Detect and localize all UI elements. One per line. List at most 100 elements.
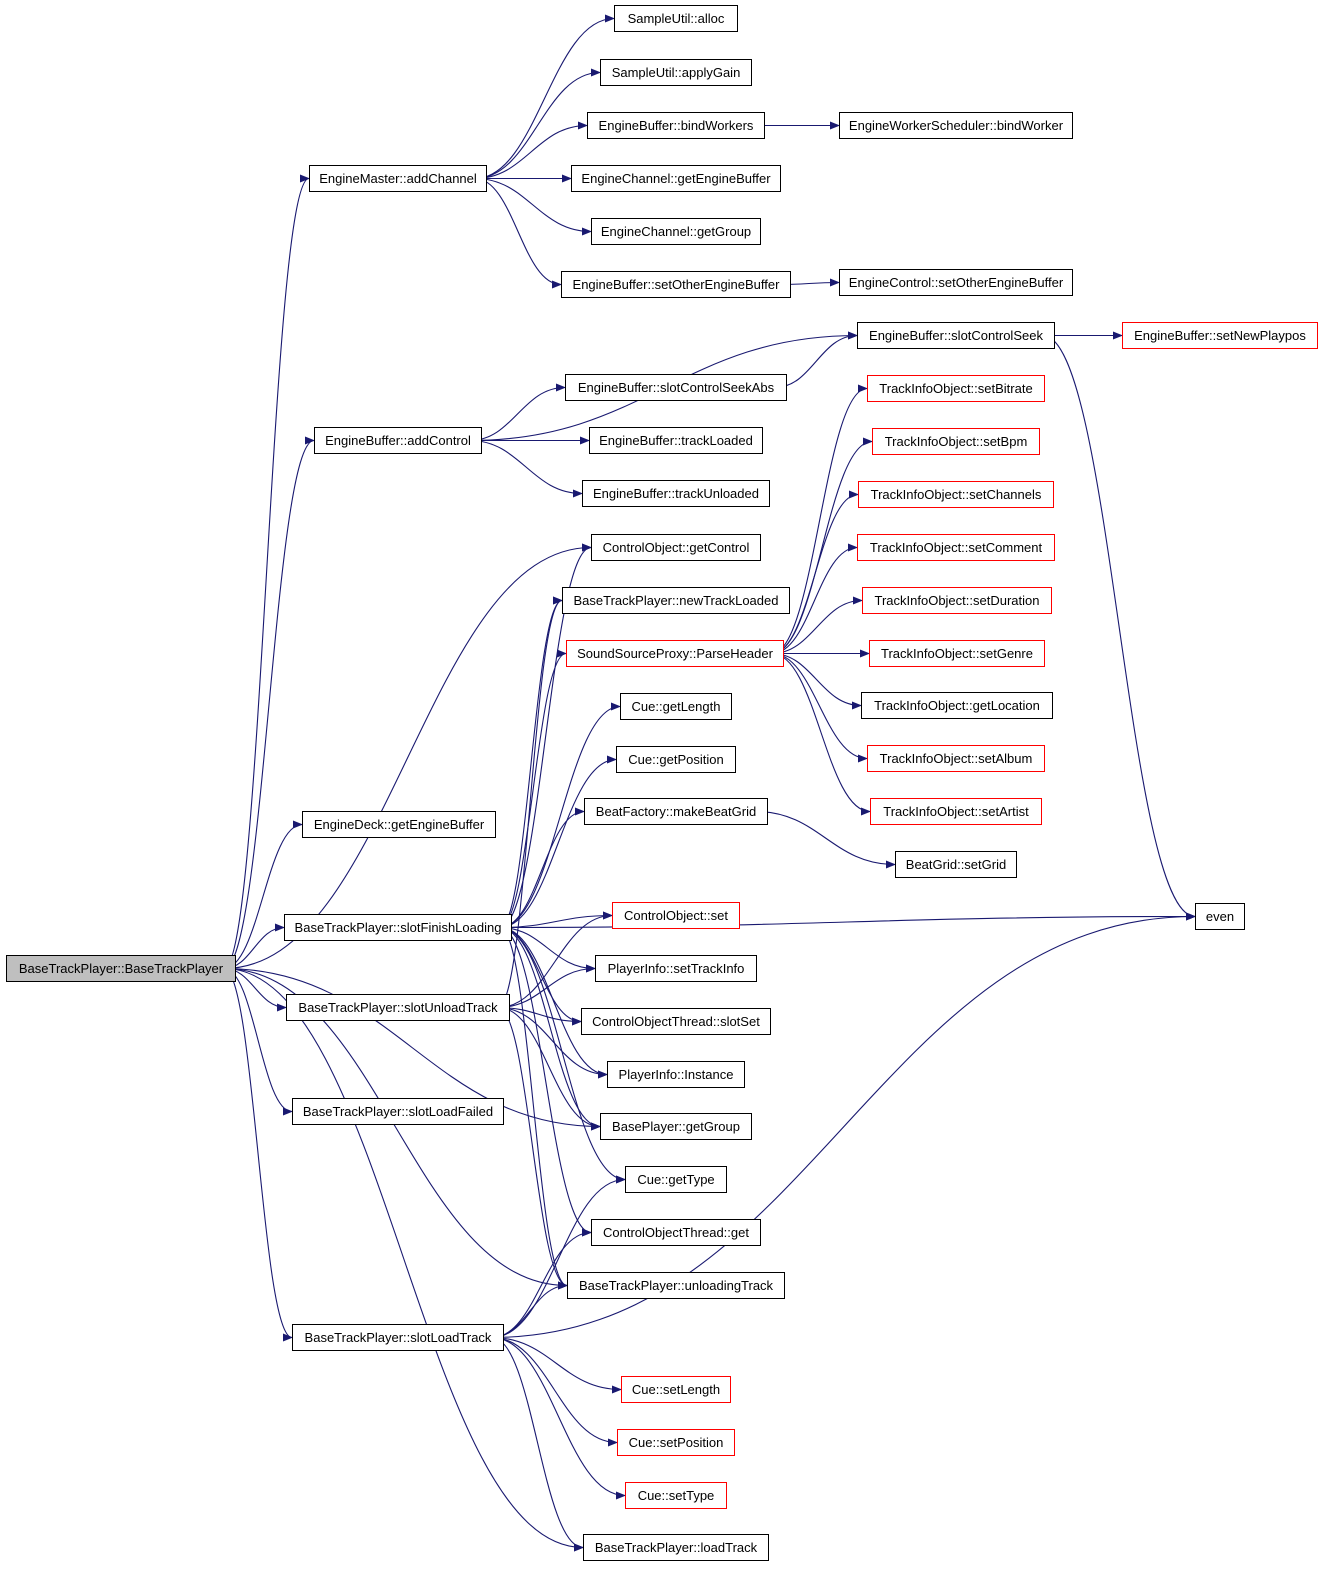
node-label: BaseTrackPlayer::unloadingTrack xyxy=(578,1278,774,1293)
node-label: EngineMaster::addChannel xyxy=(319,171,477,186)
node-getEngineBufferCh[interactable]: EngineChannel::getEngineBuffer xyxy=(571,165,781,192)
edge-slotUnloadTrack-to-unloadingTrack xyxy=(497,1006,568,1290)
node-setAlbum[interactable]: TrackInfoObject::setAlbum xyxy=(867,745,1045,772)
node-label: TrackInfoObject::setChannels xyxy=(870,487,1042,502)
node-label: EngineDeck::getEngineBuffer xyxy=(313,817,485,832)
node-setLength[interactable]: Cue::setLength xyxy=(621,1376,731,1403)
node-slotControlSeek[interactable]: EngineBuffer::slotControlSeek xyxy=(857,322,1055,349)
node-getLocation[interactable]: TrackInfoObject::getLocation xyxy=(861,692,1053,719)
node-label: Cue::getPosition xyxy=(628,752,724,767)
node-applyGain[interactable]: SampleUtil::applyGain xyxy=(600,59,752,86)
edge-slotUnloadTrack-to-setTrackInfo xyxy=(497,964,596,1009)
node-ecSetOther[interactable]: EngineControl::setOtherEngineBuffer xyxy=(839,269,1073,296)
node-label: EngineBuffer::addControl xyxy=(325,433,471,448)
node-setChannels[interactable]: TrackInfoObject::setChannels xyxy=(858,481,1054,508)
edge-slotLoadTrack-to-even xyxy=(491,912,1196,1339)
node-label: SampleUtil::applyGain xyxy=(611,65,741,80)
node-unloadingTrack[interactable]: BaseTrackPlayer::unloadingTrack xyxy=(567,1272,785,1299)
edge-slotFinishLoading-to-newTrackLoaded xyxy=(499,596,563,929)
edge-slotFinishLoading-to-even xyxy=(499,912,1196,929)
node-getEngineBufferDeck[interactable]: EngineDeck::getEngineBuffer xyxy=(302,811,496,838)
node-instance[interactable]: PlayerInfo::Instance xyxy=(607,1061,745,1088)
node-newTrackLoaded[interactable]: BaseTrackPlayer::newTrackLoaded xyxy=(562,587,790,614)
node-label: ControlObject::set xyxy=(623,908,729,923)
edge-addChannel-to-bindWorkers xyxy=(474,121,588,180)
edge-slotFinishLoading-to-instance xyxy=(499,926,608,1079)
node-alloc[interactable]: SampleUtil::alloc xyxy=(614,5,738,32)
node-slotUnloadTrack[interactable]: BaseTrackPlayer::slotUnloadTrack xyxy=(286,994,510,1021)
edge-parseHeader-to-setBitrate xyxy=(771,384,868,655)
edge-addChannel-to-getGroupCh xyxy=(474,177,592,236)
node-slotControlSeekAbs[interactable]: EngineBuffer::slotControlSeekAbs xyxy=(565,374,787,401)
node-label: TrackInfoObject::getLocation xyxy=(874,698,1040,713)
node-addChannel[interactable]: EngineMaster::addChannel xyxy=(309,165,487,192)
node-trackLoaded[interactable]: EngineBuffer::trackLoaded xyxy=(589,427,763,454)
edge-makeBeatGrid-to-setGrid xyxy=(755,810,896,869)
node-label: SampleUtil::alloc xyxy=(627,11,725,26)
edge-addControl-to-trackUnloaded xyxy=(469,439,583,498)
node-setDuration[interactable]: TrackInfoObject::setDuration xyxy=(862,587,1052,614)
edge-slotFinishLoading-to-cotGet xyxy=(499,926,592,1237)
node-bindWorker[interactable]: EngineWorkerScheduler::bindWorker xyxy=(839,112,1073,139)
node-coSet[interactable]: ControlObject::set xyxy=(612,902,740,929)
edge-slotLoadTrack-to-setType xyxy=(491,1336,626,1500)
node-setComment[interactable]: TrackInfoObject::setComment xyxy=(857,534,1055,561)
node-label: TrackInfoObject::setBitrate xyxy=(879,381,1033,396)
node-label: EngineControl::setOtherEngineBuffer xyxy=(848,275,1064,290)
edge-slotLoadTrack-to-cotGet xyxy=(491,1228,592,1339)
node-setPosition[interactable]: Cue::setPosition xyxy=(617,1429,735,1456)
node-getPosition[interactable]: Cue::getPosition xyxy=(616,746,736,773)
node-setGenre[interactable]: TrackInfoObject::setGenre xyxy=(869,640,1045,667)
node-getControl[interactable]: ControlObject::getControl xyxy=(591,534,761,561)
node-getLength[interactable]: Cue::getLength xyxy=(620,693,732,720)
node-parseHeader[interactable]: SoundSourceProxy::ParseHeader xyxy=(566,640,784,667)
edge-slotFinishLoading-to-getType xyxy=(499,926,626,1184)
node-setBpm[interactable]: TrackInfoObject::setBpm xyxy=(872,428,1040,455)
edge-slotUnloadTrack-to-instance xyxy=(497,1006,608,1079)
node-cotSlotSet[interactable]: ControlObjectThread::slotSet xyxy=(581,1008,771,1035)
node-getType[interactable]: Cue::getType xyxy=(625,1166,727,1193)
node-setTrackInfo[interactable]: PlayerInfo::setTrackInfo xyxy=(595,955,757,982)
edge-slotLoadTrack-to-setLength xyxy=(491,1336,622,1394)
node-label: TrackInfoObject::setComment xyxy=(869,540,1043,555)
node-setNewPlaypos[interactable]: EngineBuffer::setNewPlaypos xyxy=(1122,322,1318,349)
node-root[interactable]: BaseTrackPlayer::BaseTrackPlayer xyxy=(6,955,236,982)
node-label: BaseTrackPlayer::slotLoadFailed xyxy=(302,1104,494,1119)
node-label: EngineBuffer::trackUnloaded xyxy=(593,486,759,501)
node-label: Cue::setLength xyxy=(631,1382,721,1397)
edge-parseHeader-to-getLocation xyxy=(771,652,862,710)
node-slotLoadTrack[interactable]: BaseTrackPlayer::slotLoadTrack xyxy=(292,1324,504,1351)
edge-slotLoadTrack-to-getType xyxy=(491,1175,626,1339)
node-label: BaseTrackPlayer::slotFinishLoading xyxy=(294,920,502,935)
node-label: TrackInfoObject::setBpm xyxy=(884,434,1028,449)
node-slotLoadFailed[interactable]: BaseTrackPlayer::slotLoadFailed xyxy=(292,1098,504,1125)
node-slotFinishLoading[interactable]: BaseTrackPlayer::slotFinishLoading xyxy=(284,914,512,941)
edge-slotControlSeekAbs-to-slotControlSeek xyxy=(774,331,858,389)
node-setType[interactable]: Cue::setType xyxy=(625,1482,727,1509)
node-label: EngineChannel::getGroup xyxy=(600,224,752,239)
node-setOtherEngineBuffer[interactable]: EngineBuffer::setOtherEngineBuffer xyxy=(561,271,791,298)
node-label: ControlObjectThread::slotSet xyxy=(592,1014,760,1029)
node-setBitrate[interactable]: TrackInfoObject::setBitrate xyxy=(867,375,1045,402)
call-edges xyxy=(223,14,1196,1552)
node-getGroupCh[interactable]: EngineChannel::getGroup xyxy=(591,218,761,245)
node-bindWorkers[interactable]: EngineBuffer::bindWorkers xyxy=(587,112,765,139)
node-addControl[interactable]: EngineBuffer::addControl xyxy=(314,427,482,454)
node-setArtist[interactable]: TrackInfoObject::setArtist xyxy=(870,798,1042,825)
edge-addChannel-to-alloc xyxy=(474,14,615,180)
edge-root-to-slotLoadTrack xyxy=(223,967,293,1342)
node-label: PlayerInfo::Instance xyxy=(618,1067,734,1082)
node-makeBeatGrid[interactable]: BeatFactory::makeBeatGrid xyxy=(584,798,768,825)
node-even[interactable]: even xyxy=(1195,903,1245,930)
node-label: Cue::getLength xyxy=(631,699,721,714)
node-cotGet[interactable]: ControlObjectThread::get xyxy=(591,1219,761,1246)
edge-slotFinishLoading-to-getGroupBP xyxy=(499,926,601,1131)
edge-root-to-getEngineBufferDeck xyxy=(223,820,303,970)
edge-root-to-slotLoadFailed xyxy=(223,967,293,1116)
node-setGrid[interactable]: BeatGrid::setGrid xyxy=(895,851,1017,878)
node-label: EngineBuffer::setNewPlaypos xyxy=(1134,328,1306,343)
node-getGroupBP[interactable]: BasePlayer::getGroup xyxy=(600,1113,752,1140)
node-trackUnloaded[interactable]: EngineBuffer::trackUnloaded xyxy=(582,480,770,507)
node-loadTrack[interactable]: BaseTrackPlayer::loadTrack xyxy=(583,1534,769,1561)
node-label: ControlObjectThread::get xyxy=(603,1225,749,1240)
